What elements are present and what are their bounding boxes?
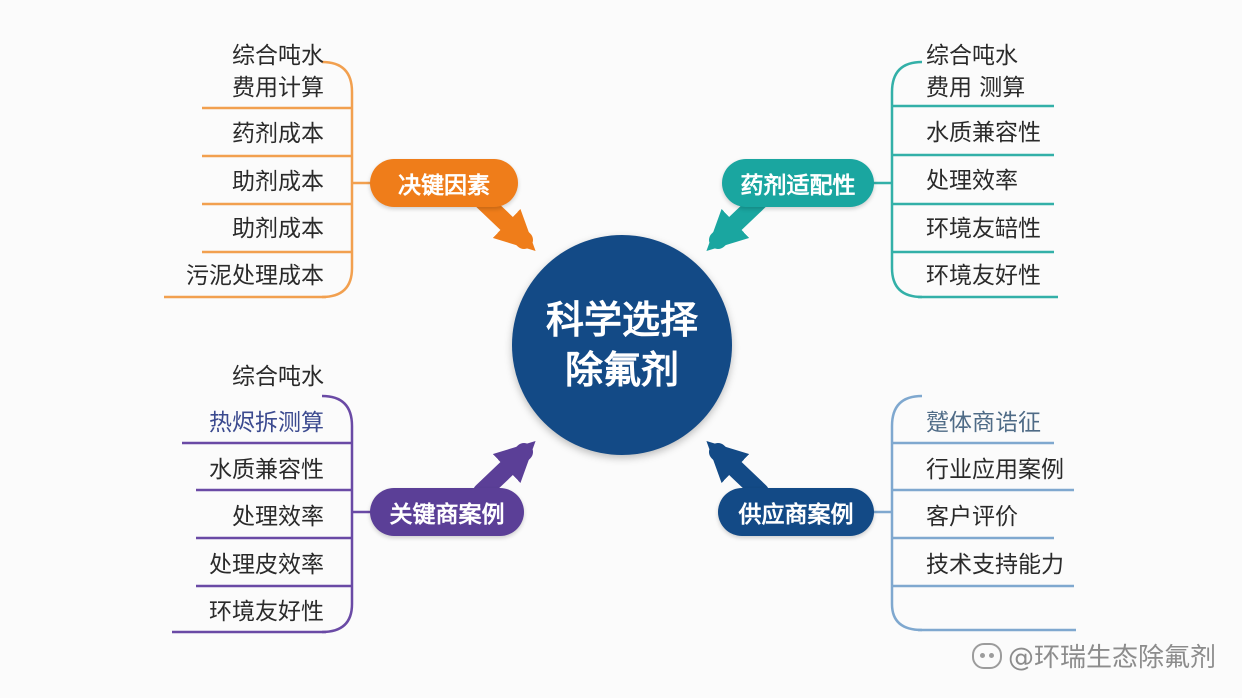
leaf-item: 环境友䍌性 — [926, 216, 1041, 242]
top-right-bracket — [872, 60, 1058, 299]
leaf-item: 综合吨水 — [232, 364, 324, 390]
leaf-item: 热烬拆测算 — [209, 410, 324, 436]
arrow-bottom-right — [706, 440, 769, 501]
branch-pill-top-left: 决键因素 — [370, 159, 518, 207]
leaf-item: 药剂成本 — [232, 121, 324, 147]
leaf-item: 水质兼容性 — [926, 120, 1041, 146]
leaf-item: 助剂成本 — [232, 169, 324, 195]
watermark-text: @环瑞生态除氟剂 — [1007, 643, 1216, 673]
leaf-item: 蹵体商诰征 — [926, 410, 1041, 436]
leaf-item: 处理皮效率 — [209, 552, 324, 578]
leaf-item: 环境友好性 — [926, 263, 1041, 289]
center-node: 科学选择 除氟剂 — [512, 235, 732, 455]
top-left-bracket — [164, 60, 372, 299]
center-title-line1: 科学选择 — [545, 298, 698, 342]
leaf-item: 水质兼容性 — [209, 457, 324, 483]
branch-label: 药剂适配性 — [740, 173, 856, 199]
leaf-item: 处理效率 — [926, 168, 1018, 194]
branch-pill-top-right: 药剂适配性 — [722, 159, 874, 207]
leaf-item: 技术支持能力 — [926, 552, 1064, 578]
leaf-item: 污泥处理成本 — [186, 263, 324, 289]
watermark: @环瑞生态除氟剂 — [971, 637, 1216, 674]
leaf-item: 综合吨水 — [232, 43, 324, 69]
arrow-bottom-left — [473, 440, 536, 501]
leaf-item: 行业应用案例 — [926, 457, 1064, 483]
leaf-item: 费用计算 — [232, 75, 324, 101]
center-title-line2: 除氟剂 — [564, 348, 679, 392]
branch-label: 决键因素 — [398, 173, 490, 199]
leaf-item: 客户评价 — [926, 504, 1018, 530]
leaf-item: 环境友好性 — [209, 599, 324, 625]
bottom-left-bracket — [172, 394, 372, 634]
branch-pill-bottom-left: 关键商案例 — [370, 488, 524, 536]
leaf-item: 助剂成本 — [232, 216, 324, 242]
branch-label: 供应商案例 — [738, 502, 854, 528]
bottom-right-bracket — [872, 394, 1076, 632]
leaf-item: 处理效率 — [232, 504, 324, 530]
branch-pill-bottom-right: 供应商案例 — [718, 488, 874, 536]
leaf-item: 费用 测算 — [926, 75, 1026, 101]
leaf-item: 综合吨水 — [926, 43, 1018, 69]
chat-bubble-icon — [971, 642, 1002, 669]
branch-label: 关键商案例 — [389, 502, 505, 528]
